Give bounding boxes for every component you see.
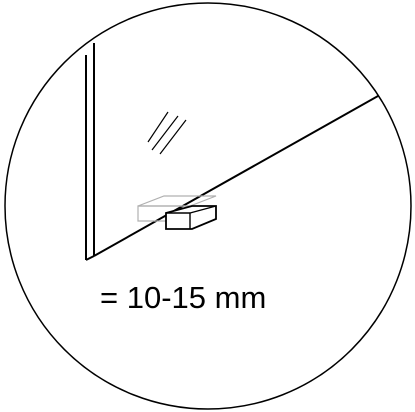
glass-reflection-icon [147, 111, 187, 155]
glass-panel-bottom-edge [85, 255, 95, 261]
gap-dimension-label: = 10-15 mm [100, 280, 267, 315]
base-diagonal-line [93, 77, 411, 257]
detail-circle [4, 2, 412, 410]
spacer-block-icon [137, 195, 217, 230]
